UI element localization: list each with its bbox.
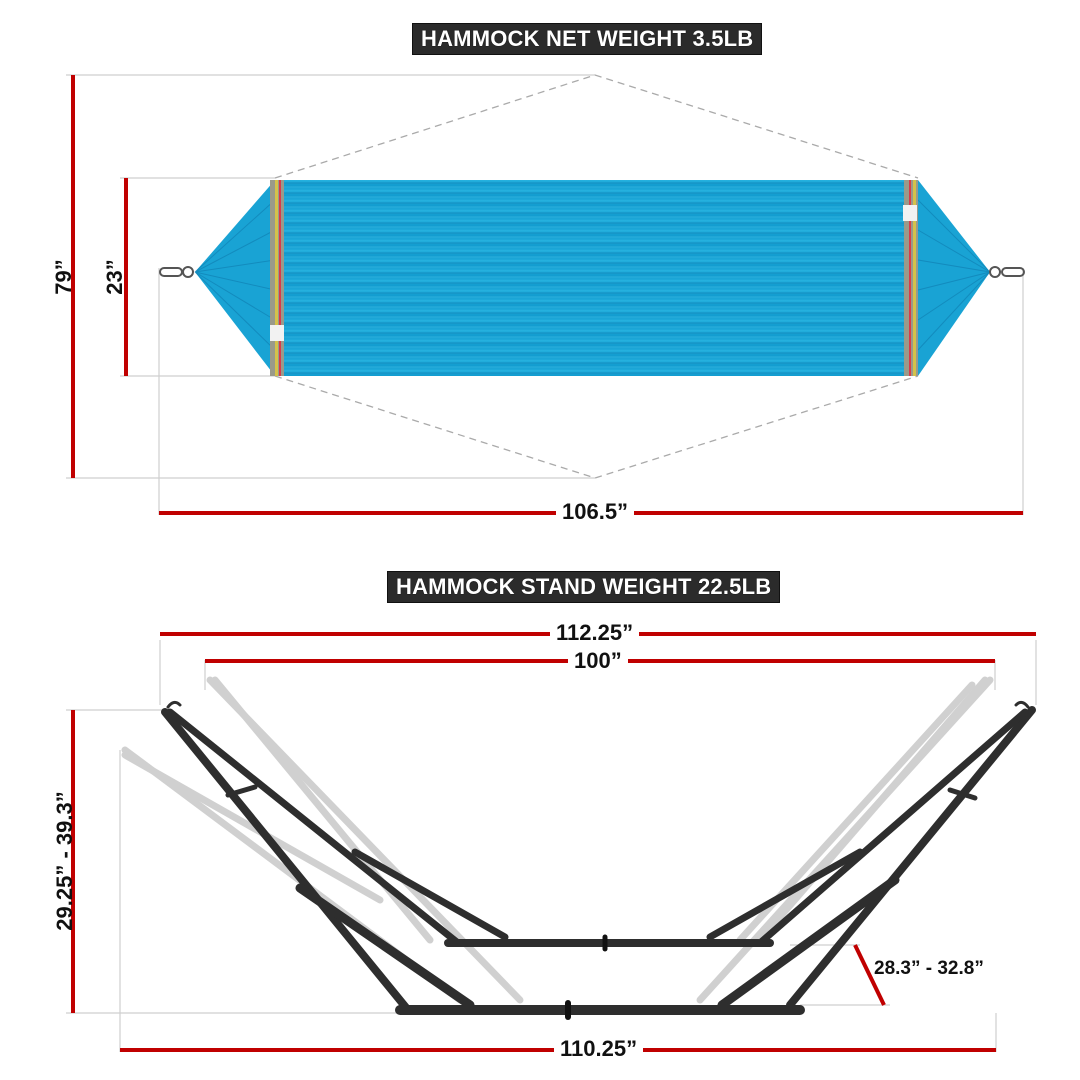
stand-weight-title: HAMMOCK STAND WEIGHT 22.5LB — [396, 574, 772, 599]
hammock-stand-frame — [161, 700, 1036, 1020]
net-weight-title: HAMMOCK NET WEIGHT 3.5LB — [421, 26, 754, 51]
label-base-length: 110.25” — [554, 1036, 644, 1062]
net-guide-lines — [66, 74, 1024, 515]
net-weight-banner: HAMMOCK NET WEIGHT 3.5LB — [412, 23, 763, 55]
label-hook-span: 100” — [568, 648, 628, 674]
dimension-line-leg-offset — [853, 944, 886, 1006]
label-total-length: 106.5” — [556, 499, 635, 525]
stand-guide-lines — [66, 640, 1037, 1052]
label-overall-height: 79” — [51, 259, 76, 295]
stand-weight-banner: HAMMOCK STAND WEIGHT 22.5LB — [387, 571, 781, 603]
label-bed-width: 23” — [102, 259, 127, 295]
label-leg-offset: 28.3” - 32.8” — [874, 958, 984, 979]
label-top-span: 112.25” — [550, 620, 640, 646]
label-height-range: 29.25” - 39.3” — [52, 791, 77, 931]
net-dashed-outline — [274, 74, 919, 479]
hammock-net-image — [159, 180, 1025, 376]
